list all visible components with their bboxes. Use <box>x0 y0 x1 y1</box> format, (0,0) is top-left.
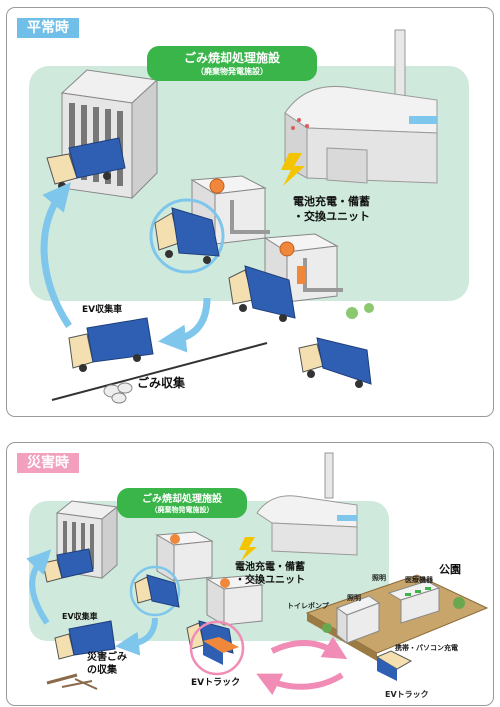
truck-garage <box>42 548 94 583</box>
medical-label: 医療機器 <box>405 576 433 584</box>
lighting-label-2: 照明 <box>347 594 361 602</box>
facility-title-box: ごみ焼却処理施設 （廃棄物発電施設） <box>117 488 247 518</box>
incinerator-plant <box>256 452 358 556</box>
arrow-right-icon <box>270 636 348 660</box>
normal-tag: 平常時 <box>17 18 79 38</box>
arrow-up-icon <box>26 549 52 625</box>
truck-collection <box>54 620 116 660</box>
battery-unit-2 <box>205 575 264 626</box>
toilet-pump-label: トイレポンプ <box>287 602 329 610</box>
arrow-down-icon <box>115 617 158 656</box>
garbage-bags <box>103 382 133 404</box>
highlight-circle-pink <box>189 620 245 676</box>
ev-collector-label: EV収集車 <box>62 612 98 621</box>
disaster-illustration <box>26 452 489 696</box>
incinerator-plant <box>284 29 438 184</box>
lighting-label-1: 照明 <box>372 574 386 582</box>
facility-title-box: ごみ焼却処理施設 （廃棄物発電施設） <box>147 46 317 81</box>
truck-park <box>375 650 413 681</box>
road-line <box>51 342 268 401</box>
ev-truck-small <box>203 637 239 665</box>
facility-subtitle: （廃棄物発電施設） <box>196 67 268 76</box>
disaster-tag: 災害時 <box>17 453 79 473</box>
truck-swap <box>228 265 296 322</box>
phone-pc-charge-label: 携帯・パソコン充電 <box>395 644 458 652</box>
arrow-up-icon <box>40 182 72 328</box>
battery-unit-1 <box>155 531 214 582</box>
ev-truck-label-2: EVトラック <box>385 690 429 699</box>
garbage-collection-label: ごみ収集 <box>137 376 186 390</box>
truck-charging <box>154 207 220 264</box>
battery-unit-label: 電池充電・備蓄 ・交換ユニット <box>293 195 370 223</box>
disaster-panel: 災害時 ごみ焼却処理施設 （廃棄物発電施設） 電池充電・備蓄 ・交換ユニット E… <box>6 442 494 706</box>
battery-unit-label: 電池充電・備蓄 ・交換ユニット <box>235 562 305 586</box>
disaster-debris <box>46 673 98 690</box>
normal-illustration <box>29 29 469 404</box>
facility-subtitle: （廃棄物発電施設） <box>150 506 214 514</box>
normal-panel: 平常時 ごみ焼却処理施設 （廃棄物発電施設） 電池充電・備蓄 ・交換ユニット E… <box>6 7 494 417</box>
truck-collection <box>68 317 154 372</box>
lightning-icon <box>281 153 305 186</box>
park-label: 公園 <box>439 563 461 576</box>
ev-collector-label: EV収集車 <box>82 305 123 315</box>
truck-charging <box>134 574 180 608</box>
facility-title: ごみ焼却処理施設 <box>183 51 280 65</box>
ev-truck-label: EVトラック <box>191 678 241 688</box>
truck-leaving <box>298 337 372 388</box>
highlight-circle-blue <box>129 565 181 617</box>
arrow-left-icon <box>256 672 344 696</box>
lightning-icon <box>239 537 257 561</box>
facility-title: ごみ焼却処理施設 <box>142 494 222 505</box>
highlight-circle <box>149 198 225 274</box>
disaster-collection-label: 災害ごみ の収集 <box>87 652 127 676</box>
arrow-down-icon <box>158 297 211 353</box>
